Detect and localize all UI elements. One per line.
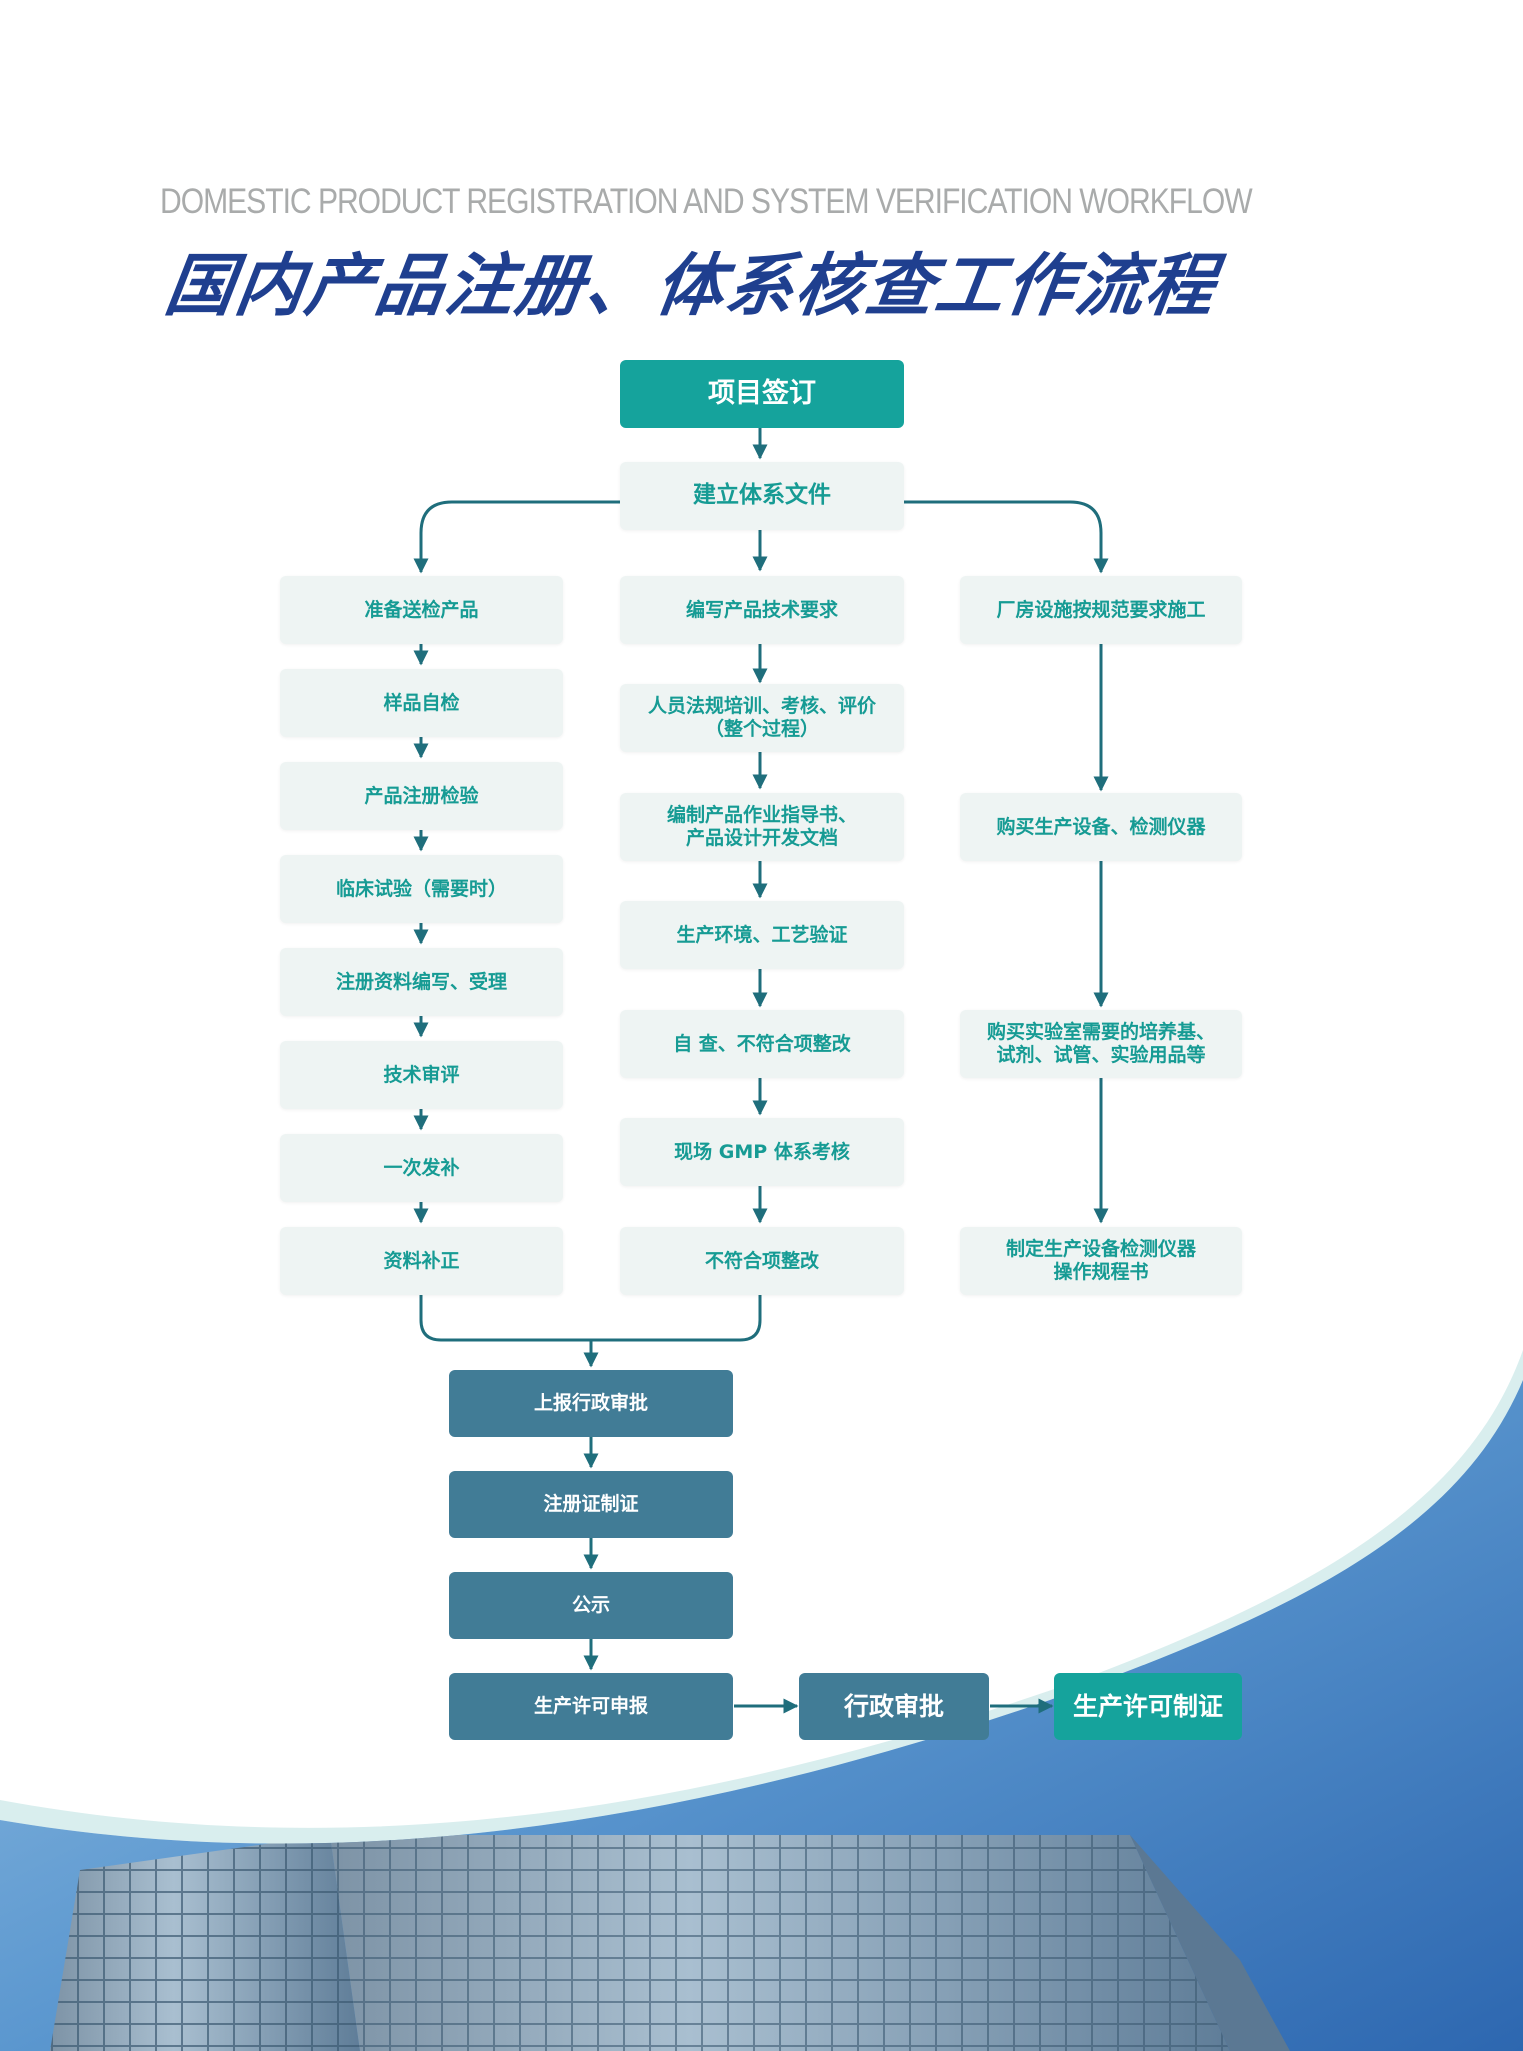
left-step-8: 资料补正: [280, 1227, 563, 1295]
left-step-5: 注册资料编写、受理: [280, 948, 563, 1016]
right-step-3-line1: 购买实验室需要的培养基、: [986, 1021, 1215, 1044]
project-signing-label: 项目签订: [708, 377, 816, 409]
left-step-2: 样品自检: [280, 669, 563, 737]
middle-step-3-line1: 编制产品作业指导书、: [666, 804, 857, 827]
report-admin-approval-box: 上报行政审批: [449, 1370, 733, 1437]
middle-step-3-line2: 产品设计开发文档: [685, 827, 838, 849]
public-notice-label: 公示: [571, 1594, 610, 1617]
report-admin-approval-label: 上报行政审批: [533, 1392, 648, 1415]
left-step-8-label: 资料补正: [383, 1249, 460, 1272]
registration-cert-label: 注册证制证: [543, 1493, 639, 1516]
left-step-1-label: 准备送检产品: [364, 598, 479, 621]
left-step-7: 一次发补: [280, 1134, 563, 1202]
right-step-1: 厂房设施按规范要求施工: [960, 576, 1242, 644]
public-notice-box: 公示: [449, 1572, 733, 1639]
right-step-4: 制定生产设备检测仪器操作规程书: [960, 1227, 1242, 1295]
registration-cert-box: 注册证制证: [449, 1471, 733, 1538]
project-signing-box: 项目签订: [620, 360, 904, 428]
middle-step-1: 编写产品技术要求: [620, 576, 904, 644]
middle-step-4: 生产环境、工艺验证: [620, 901, 904, 969]
middle-step-2-line2: （整个过程）: [704, 718, 819, 740]
middle-step-2: 人员法规培训、考核、评价（整个过程）: [620, 684, 904, 752]
middle-step-5: 自 查、不符合项整改: [620, 1010, 904, 1078]
middle-step-7: 不符合项整改: [620, 1227, 904, 1295]
middle-step-4-label: 生产环境、工艺验证: [676, 923, 848, 946]
middle-step-2-line1: 人员法规培训、考核、评价: [647, 695, 876, 718]
left-step-3: 产品注册检验: [280, 762, 563, 830]
left-step-5-label: 注册资料编写、受理: [335, 970, 507, 993]
left-step-4: 临床试验（需要时）: [280, 855, 563, 923]
middle-step-6: 现场 GMP 体系考核: [620, 1118, 904, 1186]
left-step-6-label: 技术审评: [383, 1063, 460, 1086]
right-step-4-line2: 操作规程书: [1053, 1261, 1149, 1283]
left-step-1: 准备送检产品: [280, 576, 563, 644]
left-step-3-label: 产品注册检验: [364, 784, 479, 807]
middle-step-6-label: 现场 GMP 体系考核: [674, 1140, 850, 1163]
license-issue-box: 生产许可制证: [1054, 1673, 1242, 1740]
system-docs-label: 建立体系文件: [693, 482, 831, 509]
right-step-2-label: 购买生产设备、检测仪器: [996, 815, 1206, 838]
admin-approval-label: 行政审批: [843, 1691, 944, 1721]
admin-approval-box: 行政审批: [799, 1673, 989, 1740]
middle-step-7-label: 不符合项整改: [704, 1249, 819, 1272]
left-step-2-label: 样品自检: [383, 691, 460, 714]
page-subtitle: DOMESTIC PRODUCT REGISTRATION AND SYSTEM…: [160, 182, 1253, 221]
middle-step-3: 编制产品作业指导书、产品设计开发文档: [620, 793, 904, 861]
left-step-6: 技术审评: [280, 1041, 563, 1109]
right-step-4-line1: 制定生产设备检测仪器: [1005, 1238, 1196, 1261]
middle-step-1-label: 编写产品技术要求: [685, 598, 838, 621]
right-step-2: 购买生产设备、检测仪器: [960, 793, 1242, 861]
right-step-1-label: 厂房设施按规范要求施工: [996, 598, 1206, 621]
production-license-application-label: 生产许可申报: [533, 1695, 648, 1718]
right-step-3: 购买实验室需要的培养基、试剂、试管、实验用品等: [960, 1010, 1242, 1078]
production-license-application-box: 生产许可申报: [449, 1673, 733, 1740]
system-docs-box: 建立体系文件: [620, 462, 904, 530]
left-step-7-label: 一次发补: [383, 1156, 460, 1179]
license-issue-label: 生产许可制证: [1072, 1691, 1223, 1721]
right-step-3-line2: 试剂、试管、实验用品等: [996, 1044, 1206, 1066]
left-step-4-label: 临床试验（需要时）: [335, 877, 507, 900]
middle-step-5-label: 自 查、不符合项整改: [673, 1032, 851, 1055]
